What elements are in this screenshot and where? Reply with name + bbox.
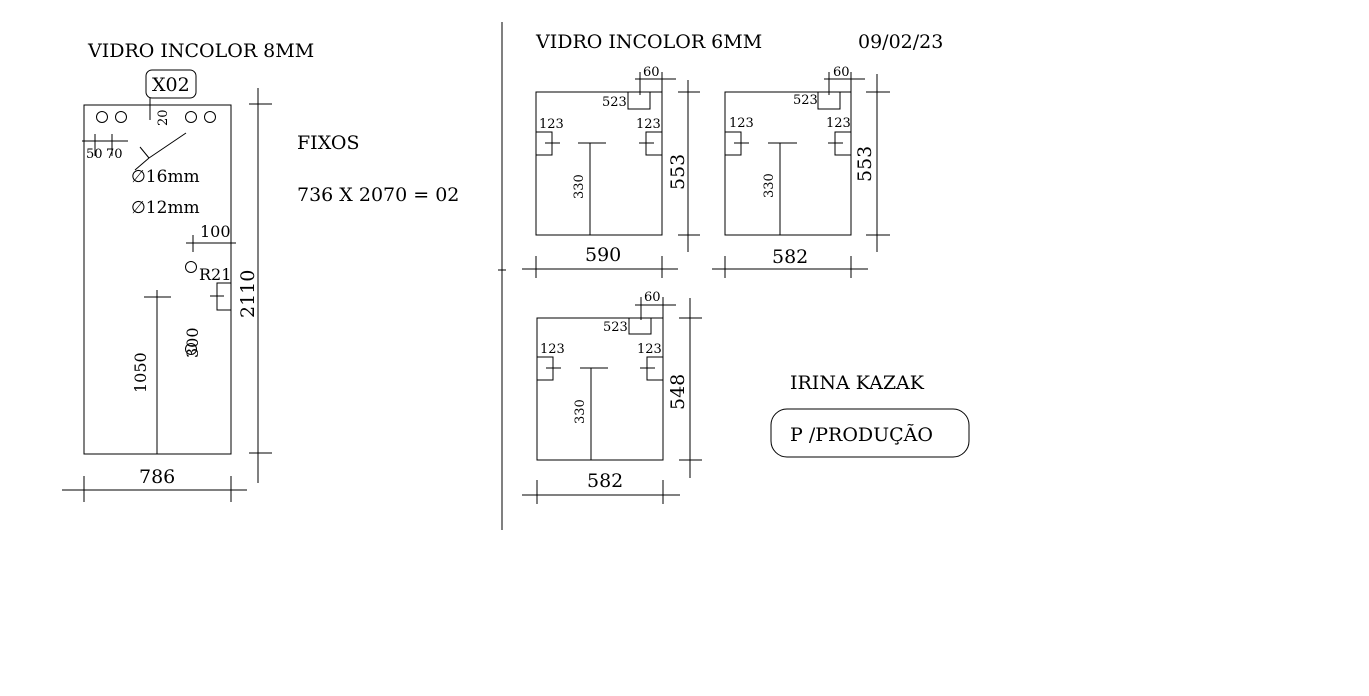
left-title: VIDRO INCOLOR 8MM — [87, 40, 314, 62]
dim-300: 300 — [183, 327, 202, 358]
stamp-box — [770, 408, 970, 458]
hole-circle — [185, 261, 197, 273]
radius-label: R21 — [199, 265, 231, 284]
corner-notch — [627, 91, 651, 110]
corner-notch — [628, 317, 652, 335]
dim-523: 523 — [602, 95, 627, 110]
piece-height: 553 — [854, 146, 876, 182]
right-title: VIDRO INCOLOR 6MM — [535, 31, 762, 53]
date: 09/02/23 — [858, 31, 943, 53]
dim-70: 70 — [106, 147, 123, 162]
dim-523: 523 — [793, 93, 818, 108]
hole-circle — [96, 111, 108, 123]
piece-2: 60 523 123 123 330 553 582 — [712, 65, 890, 278]
hole-circle — [185, 111, 197, 123]
piece-outline — [535, 91, 663, 236]
hole-leader — [139, 146, 150, 159]
hole-circle — [185, 343, 197, 355]
dim-1050: 1050 — [131, 352, 150, 393]
left-height: 2110 — [237, 270, 259, 318]
dim-50: 50 — [86, 147, 103, 162]
dim-100: 100 — [200, 222, 231, 241]
fixos-label: FIXOS — [297, 132, 359, 154]
piece-outline — [724, 91, 852, 236]
dim-330: 330 — [573, 399, 588, 424]
dim-60: 60 — [833, 65, 850, 80]
piece-outline — [536, 317, 664, 461]
hole-12-label: ∅12mm — [131, 198, 200, 218]
hole-leader — [134, 157, 150, 171]
piece-3: 60 523 123 123 330 548 582 — [522, 290, 702, 504]
dim-523: 523 — [603, 320, 628, 335]
dim-123-right: 123 — [636, 117, 661, 132]
piece-1: 60 523 123 123 330 553 590 — [522, 65, 700, 278]
hole-16-label: ∅16mm — [131, 167, 200, 187]
piece-width: 582 — [587, 470, 623, 492]
hole-leader — [148, 132, 187, 159]
dim-60: 60 — [643, 65, 660, 80]
dim-123-right: 123 — [826, 116, 851, 131]
dim-60: 60 — [644, 290, 661, 305]
stamp-label: P /PRODUÇÃO — [790, 424, 933, 446]
piece-height: 548 — [667, 374, 689, 410]
dim-123-right: 123 — [637, 342, 662, 357]
corner-notch — [817, 91, 841, 110]
hole-circle — [115, 111, 127, 123]
fixos-spec: 736 X 2070 = 02 — [297, 184, 459, 206]
piece-height: 553 — [667, 154, 689, 190]
dim-123-left: 123 — [540, 342, 565, 357]
tag-label: X02 — [152, 74, 190, 96]
dim-330: 330 — [762, 173, 777, 198]
left-width: 786 — [139, 466, 175, 488]
piece-width: 590 — [585, 244, 621, 266]
hole-circle — [204, 111, 216, 123]
fixos-block: FIXOS 736 X 2070 = 02 — [297, 132, 459, 206]
dim-20: 20 — [156, 109, 171, 126]
piece-width: 582 — [772, 246, 808, 268]
dim-330: 330 — [572, 174, 587, 199]
left-panel: VIDRO INCOLOR 8MM X02 20 50 70 ∅16mm ∅12… — [62, 40, 314, 502]
client-name: IRINA KAZAK — [790, 372, 925, 394]
tag-box — [145, 69, 197, 99]
dim-123-left: 123 — [729, 116, 754, 131]
dim-123-left: 123 — [539, 117, 564, 132]
